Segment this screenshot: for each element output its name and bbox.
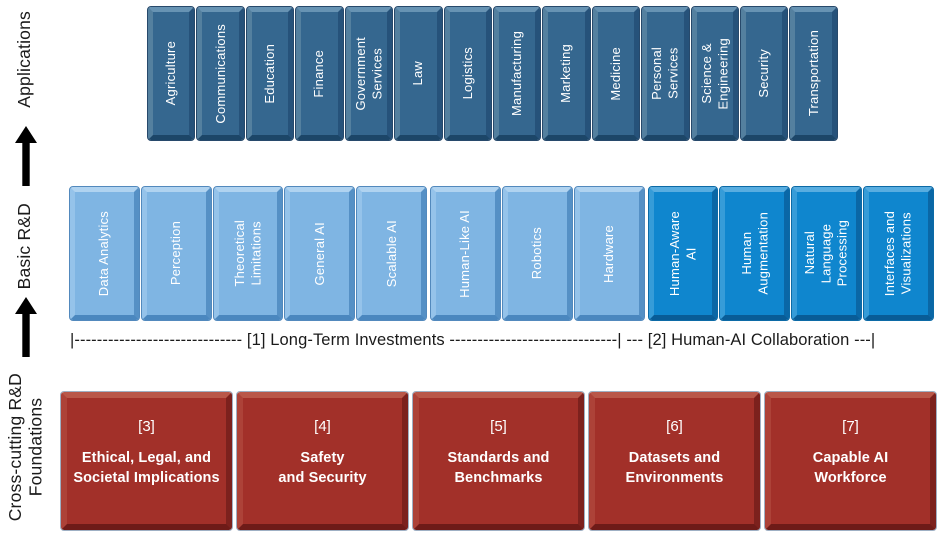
- rd-groups-caption: |------------------------------ [1] Long…: [70, 331, 876, 349]
- foundation-box: [7] Capable AI Workforce: [764, 391, 937, 531]
- basic-rd-box-label: Theoretical Limitations: [231, 220, 264, 287]
- basic-rd-box-label: Hardware: [601, 224, 617, 283]
- application-box-label: Marketing: [558, 44, 574, 103]
- basic-rd-box-label: Data Analytics: [96, 210, 112, 297]
- application-box: Communications: [196, 6, 245, 141]
- application-box-label: Education: [261, 43, 277, 104]
- application-box: Medicine: [591, 6, 641, 141]
- foundation-box: [6] Datasets and Environments: [588, 391, 761, 531]
- foundation-box-number: [4]: [314, 417, 331, 435]
- basic-rd-box-label: Human Augmentation: [738, 212, 770, 295]
- up-arrow-icon: [15, 126, 37, 186]
- application-box: Personal Services: [641, 6, 690, 141]
- application-box-label: Finance: [311, 49, 327, 98]
- basic-rd-box-human-ai: Human-Aware AI: [647, 186, 719, 321]
- application-box-label: Communications: [212, 23, 228, 124]
- application-box: Science & Engineering: [690, 6, 740, 141]
- basic-rd-box-label: Interfaces and Visualizations: [882, 210, 914, 297]
- application-box-label: Science & Engineering: [698, 37, 730, 110]
- foundation-box-title: Datasets and Environments: [625, 449, 724, 486]
- basic-rd-box-human-ai: Natural Language Processing: [791, 186, 863, 321]
- up-arrow-icon: [15, 297, 37, 357]
- crosscutting-axis-label: Cross-cutting R&D Foundations: [0, 360, 52, 535]
- application-box: Transportation: [789, 6, 838, 141]
- applications-row: Agriculture Communications Education Financ…: [146, 6, 838, 141]
- basic-rd-box-long-term-a: General AI: [284, 186, 356, 321]
- application-box-label: Personal Services: [649, 47, 681, 100]
- application-box: Manufacturing: [492, 6, 542, 141]
- application-box-label: Law: [410, 61, 426, 86]
- basic-rd-box-long-term-a: Data Analytics: [69, 186, 140, 321]
- applications-axis-label-text: Applications: [13, 10, 34, 108]
- application-box: Education: [245, 6, 295, 141]
- foundation-box: [5] Standards and Benchmarks: [412, 391, 585, 531]
- application-box: Security: [740, 6, 789, 141]
- application-box-label: Logistics: [459, 47, 475, 100]
- basic-rd-box-long-term-a: Scalable AI: [356, 186, 428, 321]
- application-box: Government Services: [344, 6, 394, 141]
- basic-rd-box-label: General AI: [311, 221, 327, 286]
- application-box-label: Transportation: [805, 30, 821, 117]
- basic-rd-box-human-ai: Human Augmentation: [719, 186, 791, 321]
- application-box: Logistics: [443, 6, 492, 141]
- basic-rd-box-long-term-b: Hardware: [573, 186, 645, 321]
- basic-rd-box-label: Scalable AI: [383, 219, 399, 288]
- foundations-row: [3] Ethical, Legal, and Societal Implicat…: [60, 391, 937, 531]
- foundation-box-title: Safety and Security: [278, 449, 367, 486]
- application-box: Marketing: [542, 6, 591, 141]
- basic-rd-box-human-ai: Interfaces and Visualizations: [863, 186, 934, 321]
- basic-rd-box-label: Perception: [168, 221, 184, 286]
- basic-rd-box-long-term-a: Perception: [140, 186, 212, 321]
- foundation-box: [4] Safety and Security: [236, 391, 409, 531]
- basic-rd-box-long-term-b: Robotics: [501, 186, 573, 321]
- application-box-label: Medicine: [607, 46, 623, 101]
- foundation-box-number: [7]: [842, 417, 859, 435]
- application-box-label: Security: [756, 49, 772, 98]
- application-box: Agriculture: [146, 6, 196, 141]
- basic-rd-axis-label: Basic R&D: [4, 190, 44, 302]
- foundation-box-number: [5]: [490, 417, 507, 435]
- basic-rd-axis-label-text: Basic R&D: [13, 202, 34, 290]
- basic-rd-box-label: Robotics: [529, 227, 545, 280]
- basic-rd-box-label: Natural Language Processing: [802, 220, 850, 287]
- application-box-label: Manufacturing: [509, 31, 525, 116]
- application-box-label: Agriculture: [163, 41, 179, 106]
- basic-rd-row: Data Analytics Perception Theoretical Limi…: [69, 186, 934, 321]
- application-box-label: Government Services: [352, 36, 384, 111]
- applications-axis-label: Applications: [4, 0, 44, 118]
- foundation-box-title: Capable AI Workforce: [812, 449, 889, 486]
- foundation-box-title: Standards and Benchmarks: [447, 449, 550, 486]
- basic-rd-box-long-term-b: Human-Like AI: [430, 186, 501, 321]
- basic-rd-box-label: Human-Aware AI: [666, 210, 699, 297]
- application-box: Finance: [295, 6, 344, 141]
- foundation-box-number: [6]: [666, 417, 683, 435]
- crosscutting-axis-label-text: Cross-cutting R&D Foundations: [5, 373, 46, 522]
- basic-rd-box-label: Human-Like AI: [457, 209, 473, 298]
- basic-rd-box-long-term-a: Theoretical Limitations: [212, 186, 284, 321]
- foundation-box: [3] Ethical, Legal, and Societal Implicat…: [60, 391, 233, 531]
- foundation-box-number: [3]: [138, 417, 155, 435]
- foundation-box-title: Ethical, Legal, and Societal Implication…: [73, 449, 220, 486]
- application-box: Law: [394, 6, 443, 141]
